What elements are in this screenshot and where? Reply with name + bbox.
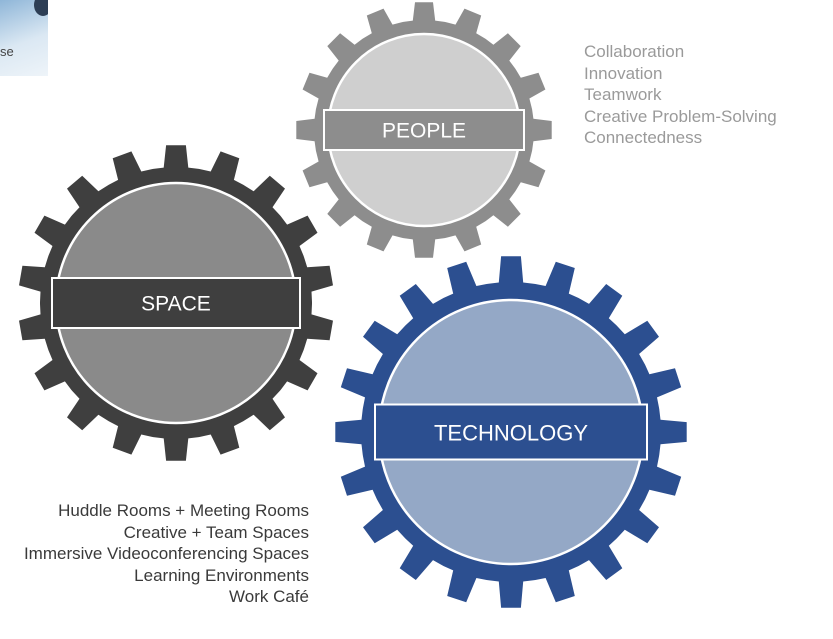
space-types-list: Huddle Rooms + Meeting Rooms Creative + … [24,500,309,608]
list-item: Collaboration [584,42,685,61]
list-item: Work Café [229,587,309,606]
gear-people: PEOPLE [296,2,552,258]
list-item: Creative Problem-Solving [584,106,777,126]
gear-technology-label: TECHNOLOGY [434,421,588,446]
gear-space: SPACE [19,145,333,461]
gear-people-band [323,109,525,151]
thumbnail-image [34,0,48,16]
list-item: Learning Environments [134,565,309,585]
gear-space-label: SPACE [141,293,211,316]
gear-technology: TECHNOLOGY [335,256,687,608]
thumbnail-caption: se [0,44,14,59]
gear-people-label: PEOPLE [382,120,466,143]
list-item: Creative + Team Spaces [123,522,309,542]
list-item: Immersive Videoconferencing Spaces [23,544,309,563]
thumbnail-fragment: se [0,0,48,76]
list-item: Teamwork [584,85,662,104]
people-attributes-list: Collaboration Innovation Teamwork Creati… [584,41,777,149]
gear-space-band [51,277,301,329]
list-item: Connectedness [584,128,703,147]
list-item: Huddle Rooms + Meeting Rooms [58,501,309,520]
gear-technology-band [374,403,648,461]
list-item: Innovation [584,63,663,83]
